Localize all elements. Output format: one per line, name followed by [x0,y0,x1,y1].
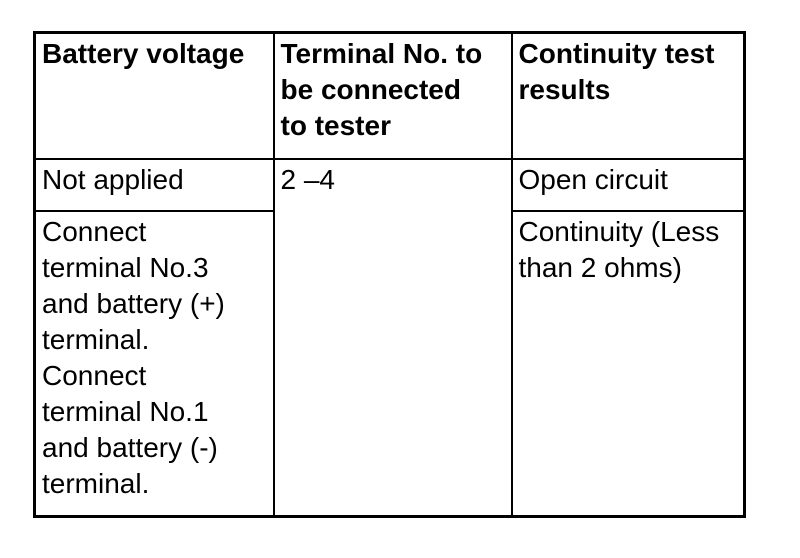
header-continuity-results: Continuity test results [510,31,746,160]
cell-result-continuity: Continuity (Less than 2 ohms) [510,209,746,518]
cell-terminal-no: 2 –4 [272,157,513,518]
continuity-test-table: Battery voltage Terminal No. to be conne… [33,31,746,518]
cell-result-open-circuit: Open circuit [510,157,746,212]
header-battery-voltage: Battery voltage [33,31,275,160]
table-row-connected: Connect terminal No.3 and battery (+) te… [33,209,746,518]
table-row-not-applied: Not applied 2 –4 Open circuit [33,157,746,518]
cell-battery-voltage-connected: Connect terminal No.3 and battery (+) te… [33,209,275,518]
header-terminal-no: Terminal No. to be connected to tester [272,31,513,160]
cell-battery-voltage-not-applied: Not applied [33,157,275,212]
table-header-row: Battery voltage Terminal No. to be conne… [33,31,746,160]
